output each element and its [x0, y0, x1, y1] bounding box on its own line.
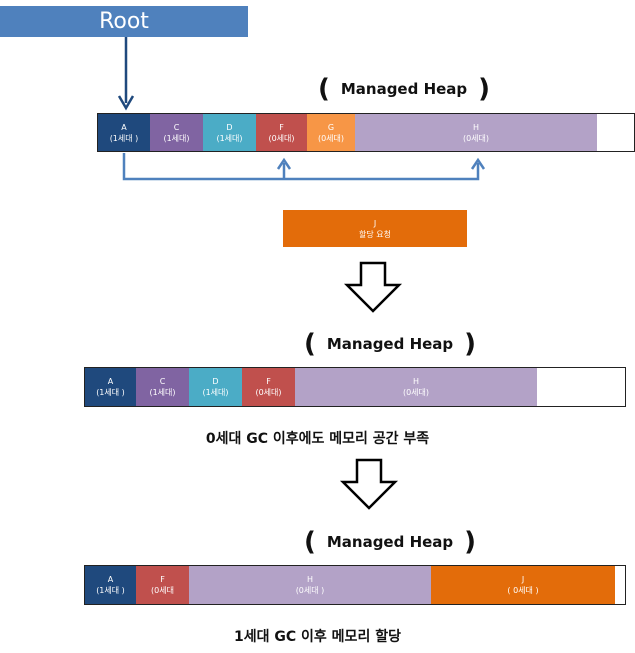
request-text: 할당 요청 — [359, 229, 391, 239]
block-generation: (0세대) — [402, 388, 430, 397]
right-bracket: ) — [464, 527, 476, 557]
block-label: H — [472, 122, 479, 132]
heap-block-a: A (1세대 ) — [85, 566, 136, 604]
heap-block-d: D (1세대) — [189, 368, 242, 406]
root-box: Root — [0, 6, 248, 37]
block-generation: (1세대) — [202, 388, 229, 397]
right-bracket: ) — [478, 74, 490, 104]
block-label: C — [159, 377, 166, 386]
heap-title-2: ( Managed Heap ) — [304, 331, 476, 357]
allocation-request-j: J 할당 요청 — [283, 210, 467, 247]
block-generation: (1세대) — [149, 388, 176, 397]
block-label: H — [412, 377, 419, 386]
heap-block-j: J ( 0세대 ) — [431, 566, 615, 604]
block-label: F — [160, 575, 165, 584]
heap-block-a: A (1세대 ) — [98, 114, 150, 151]
reference-arrows — [122, 153, 486, 181]
down-arrow-icon — [339, 458, 399, 510]
block-label: C — [173, 122, 180, 132]
heap-block-h: H (0세대 ) — [189, 566, 431, 604]
left-bracket: ( — [318, 74, 330, 104]
block-generation: (1세대) — [163, 133, 190, 143]
block-label: A — [107, 575, 114, 584]
block-label: F — [279, 122, 284, 132]
heap-title-text: Managed Heap — [326, 335, 454, 353]
block-generation: (0세대 — [151, 586, 174, 595]
left-bracket: ( — [304, 329, 316, 359]
heap-block-g: G (0세대) — [307, 114, 355, 151]
heap-block-h: H (0세대) — [355, 114, 597, 151]
heap-block-c: C (1세대) — [136, 368, 189, 406]
caption-gen0-gc: 0세대 GC 이후에도 메모리 공간 부족 — [205, 431, 430, 447]
block-generation: (0세대 ) — [295, 586, 325, 595]
heap-block-a: A (1세대 ) — [85, 368, 136, 406]
heap-block-d: D (1세대) — [203, 114, 256, 151]
block-generation: ( 0세대 ) — [507, 586, 539, 595]
block-generation: (1세대 ) — [96, 586, 125, 595]
heap-block-f: F (0세대 — [136, 566, 189, 604]
heap-title-text: Managed Heap — [340, 80, 468, 98]
block-generation: (1세대) — [216, 133, 243, 143]
block-label: J — [521, 575, 525, 584]
right-bracket: ) — [464, 329, 476, 359]
block-label: D — [212, 377, 219, 386]
block-label: H — [306, 575, 313, 584]
block-generation: (0세대) — [268, 133, 295, 143]
caption-gen1-gc: 1세대 GC 이후 메모리 할당 — [234, 629, 401, 645]
block-label: D — [226, 122, 233, 132]
managed-heap-after-gen0-gc: A (1세대 ) C (1세대) D (1세대) F (0세대) H (0세대) — [84, 367, 626, 407]
managed-heap-after-gen1-gc: A (1세대 ) F (0세대 H (0세대 ) J ( 0세대 ) — [84, 565, 626, 605]
block-generation: (0세대) — [462, 133, 490, 143]
block-generation: (0세대) — [317, 133, 345, 143]
request-label: J — [373, 218, 377, 228]
block-label: A — [121, 122, 127, 132]
root-to-a-arrow — [117, 37, 135, 111]
managed-heap-initial: A (1세대 ) C (1세대) D (1세대) F (0세대) G (0세대)… — [97, 113, 635, 152]
block-generation: (0세대) — [255, 388, 282, 397]
left-bracket: ( — [304, 527, 316, 557]
block-label: A — [107, 377, 114, 386]
heap-title-text: Managed Heap — [326, 533, 454, 551]
block-generation: (1세대 ) — [109, 133, 139, 143]
heap-block-f: F (0세대) — [256, 114, 307, 151]
block-label: G — [327, 122, 335, 132]
block-label: F — [266, 377, 271, 386]
heap-block-h: H (0세대) — [295, 368, 537, 406]
heap-title-1: ( Managed Heap ) — [318, 76, 490, 102]
heap-block-f: F (0세대) — [242, 368, 295, 406]
heap-title-3: ( Managed Heap ) — [304, 529, 476, 555]
heap-block-c: C (1세대) — [150, 114, 203, 151]
block-generation: (1세대 ) — [96, 388, 125, 397]
down-arrow-icon — [343, 261, 403, 313]
